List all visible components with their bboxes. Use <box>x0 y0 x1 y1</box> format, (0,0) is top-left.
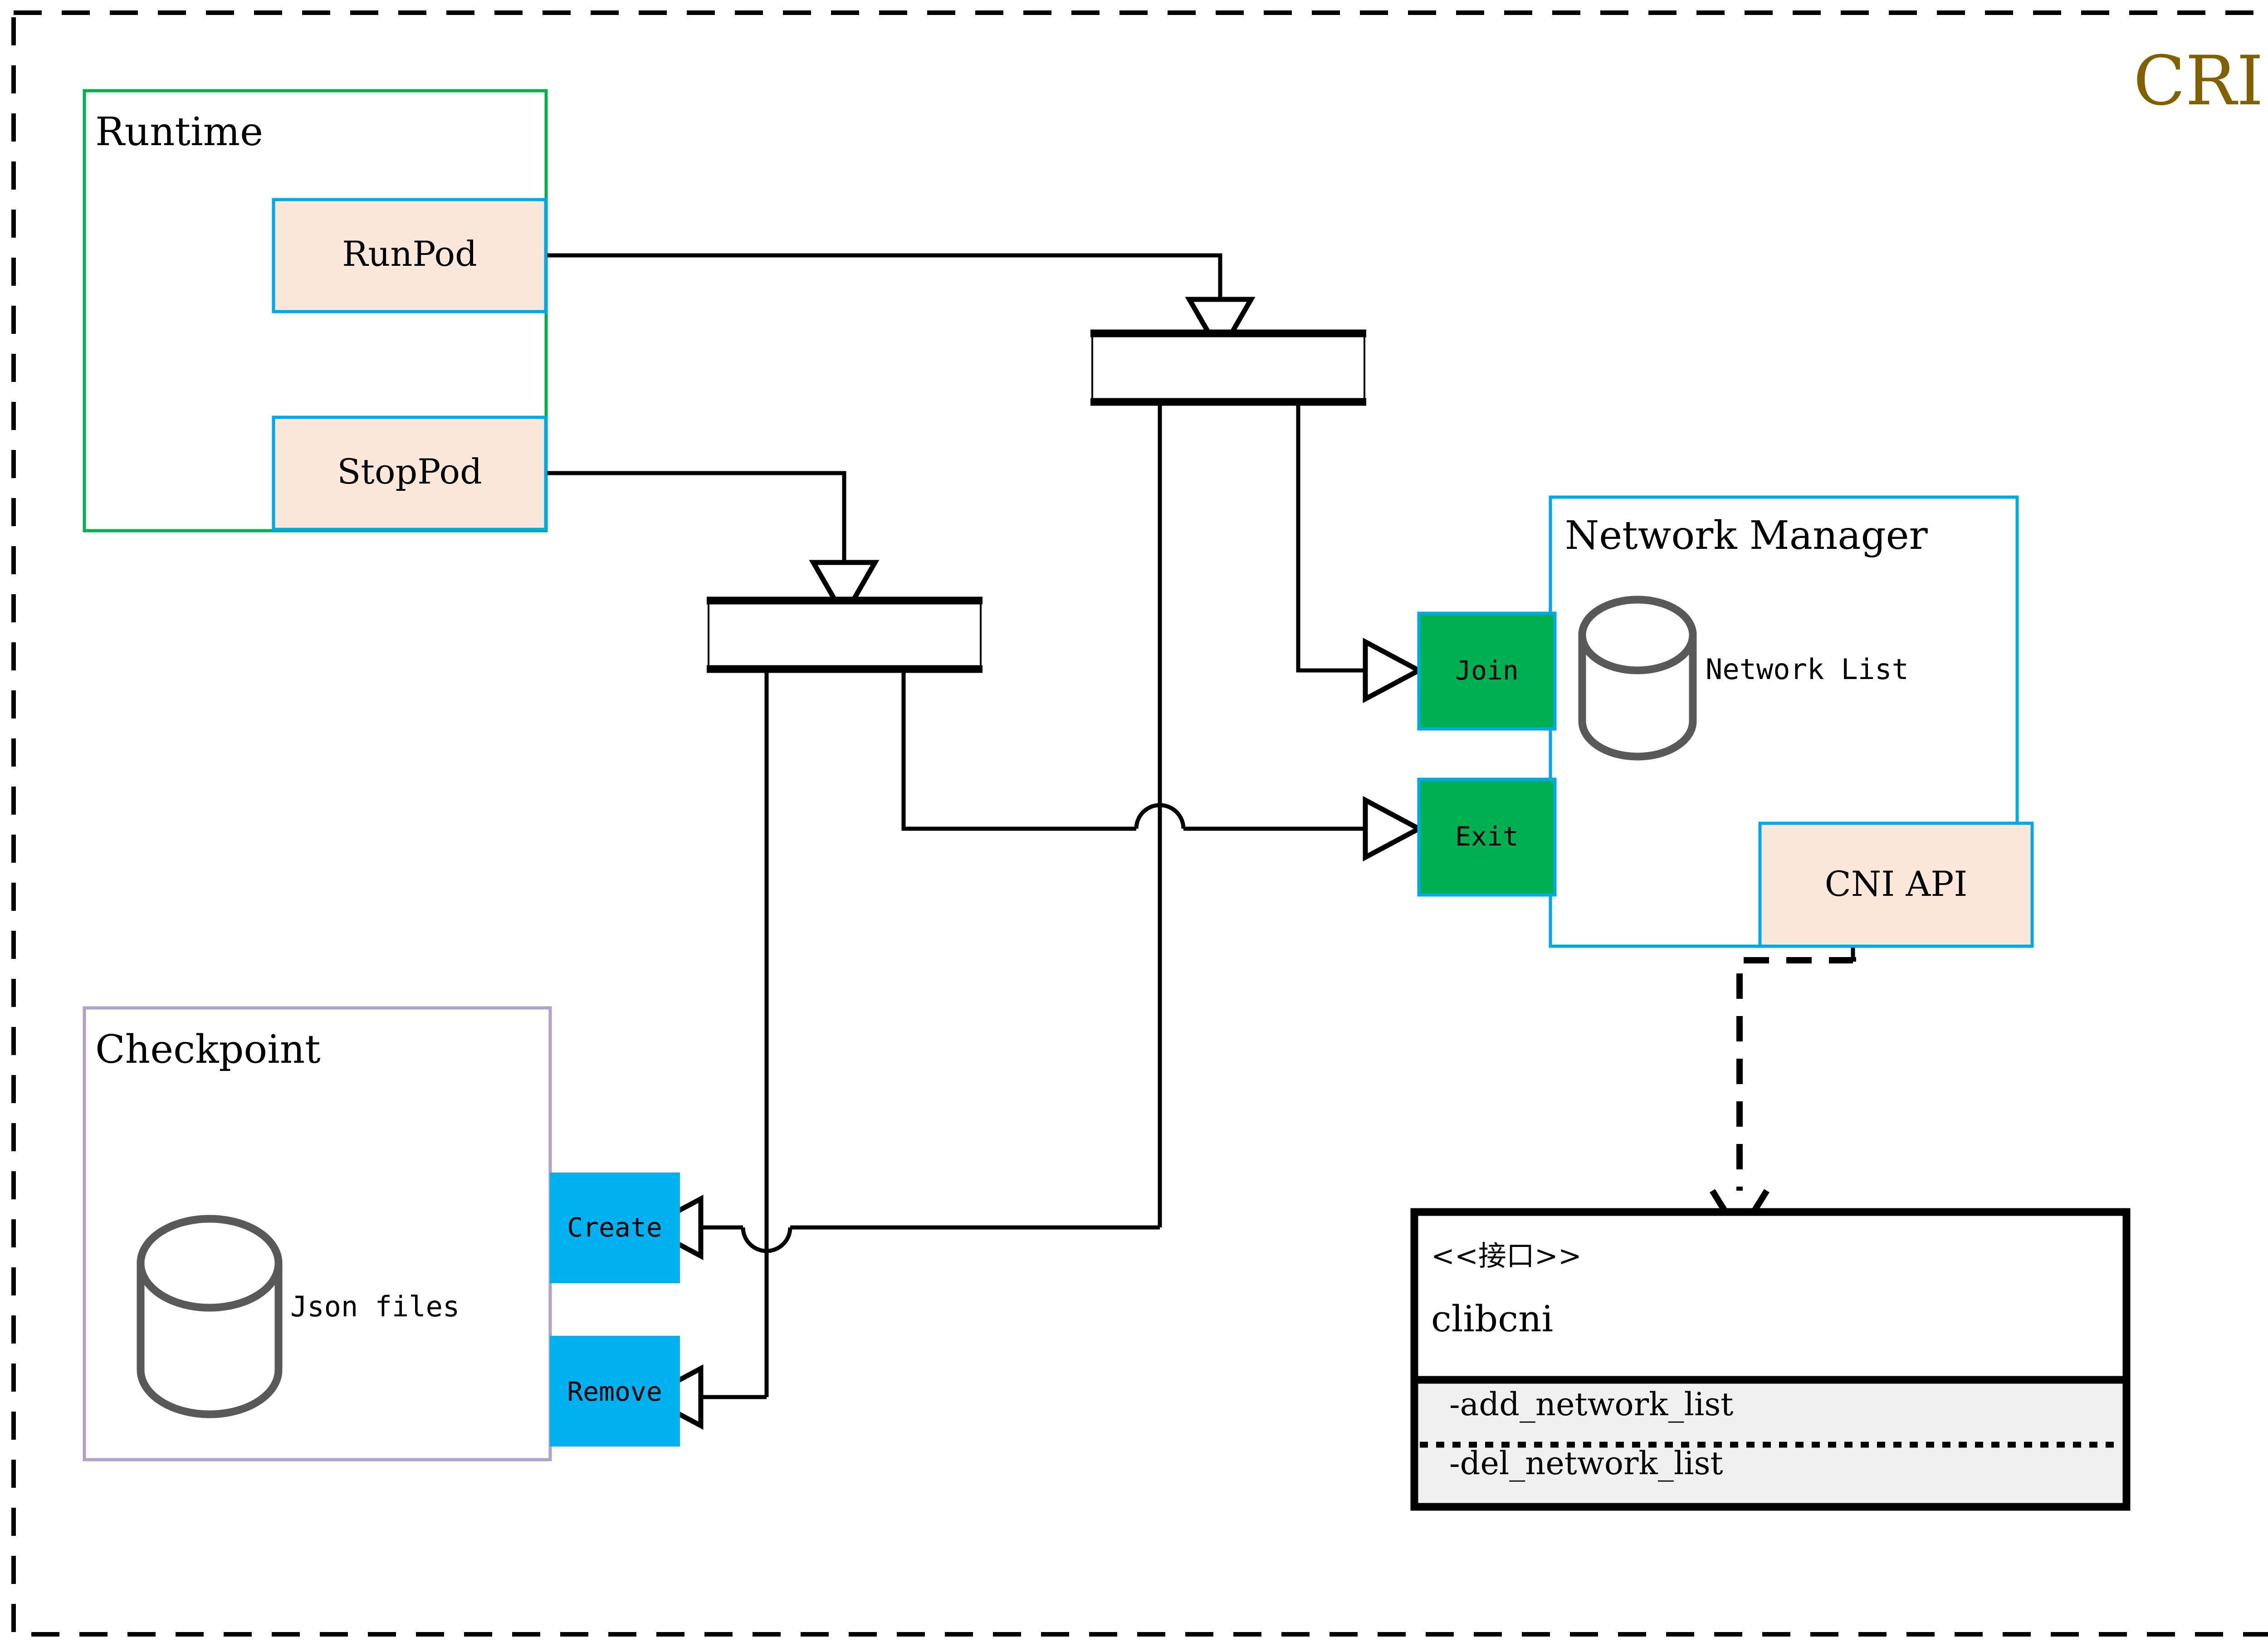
exit-label: Exit <box>1455 821 1519 852</box>
stoppod-box[interactable] <box>272 415 547 531</box>
edge-stoppod-to-fork-bottom <box>546 471 846 562</box>
remove-label: Remove <box>567 1376 662 1407</box>
network-list-label: Network List <box>1706 653 1909 686</box>
network-manager-container-label: Network Manager <box>1565 513 1928 558</box>
edge-runpod-to-fork-top <box>546 253 1222 299</box>
json-files-label: Json files <box>290 1290 459 1323</box>
stoppod-label: StopPod <box>337 451 482 492</box>
node-exit[interactable]: Exit <box>1417 777 1557 897</box>
line-hop-exit-crossing <box>1134 803 1186 829</box>
network-list-datastore: Network List <box>1578 596 1909 761</box>
fork-bar-stoppod <box>707 596 982 673</box>
database-icon-top <box>1578 596 1697 674</box>
runtime-container-label: Runtime <box>95 109 263 155</box>
line-hop-create-crossing <box>741 1227 792 1253</box>
node-remove[interactable]: Remove <box>550 1336 680 1447</box>
clibcni-method-1: -del_network_list <box>1449 1445 1723 1482</box>
json-files-icon-top <box>137 1215 283 1312</box>
checkpoint-container-label: Checkpoint <box>95 1027 321 1072</box>
arrowhead-into-exit <box>1363 796 1424 862</box>
remove-box[interactable] <box>550 1336 680 1447</box>
node-runpod[interactable]: RunPod <box>272 198 547 313</box>
exit-box[interactable] <box>1417 777 1557 897</box>
arrowhead-into-fork-top <box>1185 297 1256 358</box>
edge-forktop-right-leg-to-join <box>1296 402 1365 673</box>
join-box[interactable] <box>1417 611 1557 731</box>
arrowhead-into-fork-bottom <box>809 560 880 621</box>
clibcni-header-compartment <box>1410 1208 2131 1384</box>
edge-cniapi-to-clibcni <box>1736 957 1856 1191</box>
edge-forkbottom-right-leg-to-exit <box>901 670 1136 831</box>
page-title: CRI <box>2133 42 2263 121</box>
create-box[interactable] <box>550 1173 680 1283</box>
clibcni-method-0: -add_network_list <box>1449 1386 1733 1423</box>
json-files-datastore: Json files <box>137 1215 459 1418</box>
runpod-label: RunPod <box>342 234 477 274</box>
cni-api-box[interactable] <box>1758 821 2034 948</box>
create-label: Create <box>567 1212 662 1243</box>
node-join[interactable]: Join <box>1417 611 1557 731</box>
node-cni-api[interactable]: CNI API <box>1758 821 2034 948</box>
join-label: Join <box>1455 655 1519 686</box>
clibcni-name: clibcni <box>1431 1298 1553 1340</box>
node-create[interactable]: Create <box>550 1173 680 1283</box>
node-stoppod[interactable]: StopPod <box>272 415 547 531</box>
clibcni-stereotype: <<接口>> <box>1431 1239 1582 1272</box>
cni-api-label: CNI API <box>1825 864 1968 904</box>
arrowhead-into-join <box>1363 637 1424 704</box>
runpod-box[interactable] <box>272 198 547 313</box>
clibcni-interface[interactable]: <<接口>> clibcni -add_network_list -del_ne… <box>1410 1208 2131 1511</box>
outer-frame <box>11 10 2268 1637</box>
fork-bar-runpod <box>1090 329 1366 406</box>
